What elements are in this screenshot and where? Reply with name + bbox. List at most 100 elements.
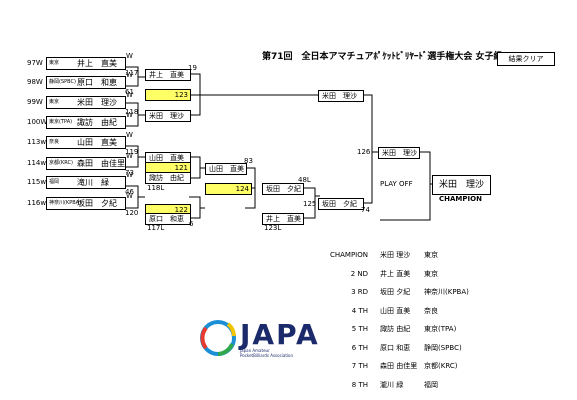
match-box[interactable]: 山田 直美	[205, 163, 247, 175]
entry-prefecture: 東京	[49, 99, 60, 105]
win-marker: W	[126, 111, 133, 119]
entry-name: 滝川 緑	[77, 178, 109, 187]
win-marker: W	[126, 171, 133, 179]
result-affiliation: 福岡	[424, 380, 438, 389]
match-box[interactable]: 井上 直美	[145, 69, 191, 81]
match-box[interactable]: 米田 理沙	[378, 147, 420, 159]
entry-box[interactable]: 奈良山田 直美	[46, 136, 126, 149]
entry-name: 坂田 夕紀	[77, 199, 117, 208]
entry-prefecture: 静岡(SPBC)	[49, 79, 76, 85]
entry-name: 山田 直美	[77, 138, 117, 147]
match-number: 121	[174, 164, 188, 172]
result-place: 7 TH	[351, 362, 368, 370]
match-number: 124	[235, 185, 249, 193]
entry-box[interactable]: 東京(TPA)諏訪 由紀	[46, 116, 126, 129]
score-label: 19	[188, 64, 197, 72]
result-place: 5 TH	[351, 325, 368, 333]
result-name: 原口 和恵	[380, 343, 411, 352]
entry-box[interactable]: 京都(KRC) 森田 由佳里	[46, 157, 126, 170]
score-label: 74	[361, 206, 370, 214]
match-box[interactable]: 坂田 夕紀	[318, 198, 364, 210]
match-box[interactable]: 米田 理沙	[318, 90, 364, 102]
entry-prefecture: 福岡	[49, 179, 60, 185]
match-box[interactable]: 坂田 夕紀	[262, 183, 304, 195]
match-player: 山田 直美	[149, 154, 184, 162]
result-place: 6 TH	[351, 343, 368, 352]
match-player: 山田 直美	[209, 165, 244, 173]
win-marker: W	[126, 52, 133, 60]
match-player: 坂田 夕紀	[266, 185, 301, 193]
result-place: 4 TH	[351, 306, 368, 315]
score-label: 6	[189, 220, 194, 228]
score-label: 117L	[147, 224, 165, 232]
score-label: 48L	[298, 176, 311, 184]
match-player: 米田 理沙	[322, 92, 357, 100]
match-box[interactable]: 124	[205, 183, 252, 195]
result-name: 森田 由佳里	[380, 362, 418, 370]
result-name: 坂田 夕紀	[380, 288, 411, 296]
entry-box[interactable]: 東京 井上 直美	[46, 57, 126, 70]
match-player: 米田 理沙	[382, 149, 417, 157]
win-marker: W	[126, 192, 133, 200]
win-marker: W	[126, 131, 133, 139]
score-label: 118L	[147, 184, 165, 192]
result-affiliation: 京都(KRC)	[424, 362, 458, 370]
entry-box[interactable]: 神奈川(KPBA)坂田 夕紀	[46, 197, 126, 210]
entry-box[interactable]: 静岡(SPBC)原口 和恵	[46, 76, 126, 89]
result-affiliation: 神奈川(KPBA)	[424, 288, 469, 296]
entry-box[interactable]: 東京米田 理沙	[46, 96, 126, 109]
match-box[interactable]: 原口 和恵	[145, 213, 191, 225]
entry-seed: 97W	[27, 59, 43, 67]
entry-prefecture: 京都(KRC)	[49, 160, 73, 166]
result-name: 諏訪 由紀	[380, 325, 411, 333]
win-marker: W	[126, 152, 133, 160]
entry-seed: 114w	[27, 159, 47, 167]
match-box[interactable]: 123	[145, 89, 191, 101]
entry-name: 井上 直美	[77, 59, 117, 68]
entry-seed: 99W	[27, 98, 43, 106]
entry-name: 原口 和恵	[77, 78, 117, 87]
entry-box[interactable]: 福岡 滝川 緑	[46, 176, 126, 189]
entry-seed: 115w	[27, 178, 47, 186]
score-label: 125	[303, 200, 317, 208]
champion-label: CHAMPION	[439, 195, 482, 203]
entry-prefecture: 東京	[49, 60, 60, 66]
result-affiliation: 東京(TPA)	[424, 325, 457, 333]
entry-seed: 113w	[27, 138, 47, 146]
entry-name: 諏訪 由紀	[77, 118, 117, 127]
result-affiliation: 奈良	[424, 306, 438, 315]
match-player: 井上 直美	[149, 71, 184, 79]
match-number: 122	[174, 206, 188, 214]
logo-text: JAPA	[240, 318, 320, 351]
result-place: 2 ND	[350, 269, 368, 278]
score-label: 123L	[264, 224, 282, 232]
result-name: 瀧川 緑	[380, 380, 404, 389]
match-box[interactable]: 井上 直美	[262, 213, 304, 225]
score-label: 126	[357, 148, 371, 156]
result-place: 3 RD	[351, 288, 368, 296]
result-name: 米田 理沙	[380, 251, 411, 259]
entry-score: 73	[125, 169, 134, 177]
clear-results-button[interactable]: 結果クリア	[497, 52, 555, 66]
score-label: 83	[244, 157, 253, 165]
entry-score: 119	[125, 148, 139, 156]
match-player: 原口 和恵	[149, 215, 184, 223]
entry-score: 61	[125, 88, 134, 96]
match-box[interactable]: 諏訪 由紀	[145, 172, 191, 184]
result-affiliation: 東京	[424, 269, 438, 278]
result-place: CHAMPION	[329, 251, 368, 259]
entry-prefecture: 神奈川(KPBA)	[49, 200, 82, 206]
entry-seed: 116w	[27, 199, 47, 207]
match-player: 米田 理沙	[149, 112, 184, 120]
entry-score: 120	[125, 209, 139, 217]
result-name: 山田 直美	[380, 306, 411, 315]
page-title: 第71回 全日本アマチュアﾎﾟｹｯﾄﾋﾞﾘﾔｰﾄﾞ選手権大会 女子級	[262, 52, 503, 62]
japa-logo-icon	[200, 320, 236, 356]
entry-score: 118	[125, 108, 139, 116]
entry-score: 117	[125, 69, 139, 77]
entry-name: 森田 由佳里	[77, 159, 125, 168]
entry-seed: 100W	[27, 118, 48, 126]
result-place: 8 TH	[351, 380, 368, 389]
match-player: 井上 直美	[266, 215, 301, 223]
match-box[interactable]: 米田 理沙	[145, 110, 191, 122]
